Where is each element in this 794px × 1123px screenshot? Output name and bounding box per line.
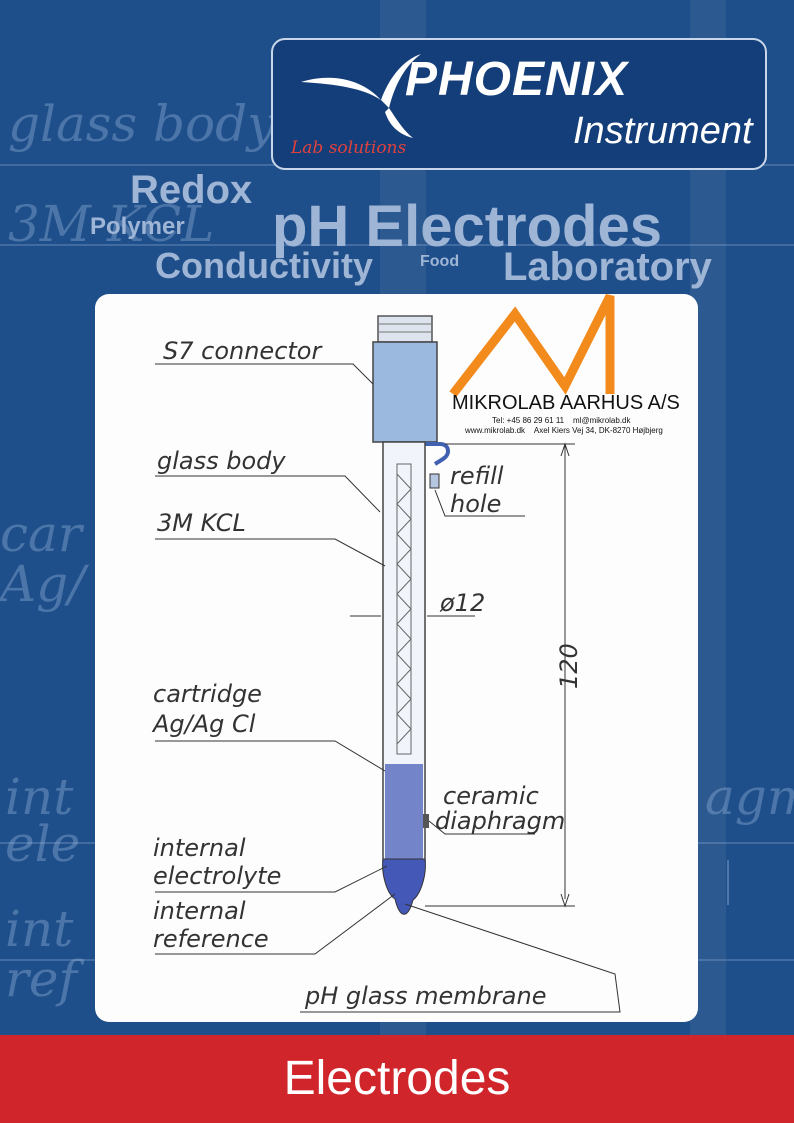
- label-kcl: 3M KCL: [157, 509, 246, 537]
- distributor-contact-2: www.mikrolab.dk Axel Kiers Vej 34, DK-82…: [465, 426, 663, 435]
- bg-word: agm: [705, 768, 794, 826]
- electrode-diagram: S7 connector glass body 3M KCL refill ho…: [151, 294, 621, 1013]
- label-electrolyte-2: electrolyte: [153, 862, 281, 890]
- brand-product-line: Instrument: [573, 110, 753, 152]
- brand-name: PHOENIX: [405, 53, 629, 106]
- distributor-address: Axel Kiers Vej 34, DK-8270 Højbjerg: [533, 426, 663, 435]
- label-length: 120: [555, 643, 583, 689]
- phoenix-logo: PHOENIX Instrument Lab solutions: [271, 38, 767, 170]
- label-reference-1: internal: [153, 897, 246, 925]
- keyword-conductivity: Conductivity: [155, 245, 374, 286]
- distributor-email: ml@mikrolab.dk: [573, 416, 631, 425]
- bg-word: int: [5, 900, 74, 958]
- label-reference-2: reference: [153, 925, 269, 953]
- cartridge-zigzag: [396, 473, 412, 745]
- label-diameter: ø12: [439, 589, 485, 617]
- label-electrolyte-1: internal: [153, 834, 246, 862]
- label-connector: S7 connector: [163, 337, 323, 365]
- bg-word: 3M KCL: [8, 195, 215, 253]
- distributor-name: MIKROLAB AARHUS A/S: [452, 392, 680, 414]
- footer-band: Electrodes: [0, 1035, 794, 1123]
- distributor-contact-1: Tel: +45 86 29 61 11 ml@mikrolab.dk: [492, 416, 631, 425]
- label-membrane: pH glass membrane: [304, 982, 546, 1010]
- bg-word: car: [0, 505, 82, 563]
- label-refill-2: hole: [450, 490, 501, 518]
- electrode-diagram-card: S7 connector glass body 3M KCL refill ho…: [95, 294, 698, 1022]
- bg-word: Ag/: [0, 555, 85, 613]
- brand-tagline: Lab solutions: [291, 138, 407, 158]
- keyword-food: Food: [420, 253, 460, 270]
- ph-glass-membrane: [382, 858, 426, 915]
- label-cartridge-2: Ag/Ag Cl: [151, 710, 256, 738]
- keyword-laboratory: Laboratory: [503, 245, 712, 289]
- distributor-tel: Tel: +45 86 29 61 11: [492, 416, 565, 425]
- phoenix-bird-icon: [301, 54, 421, 138]
- label-ceramic-2: diaphragm: [435, 807, 565, 835]
- keyword-polymer: Polymer: [90, 213, 185, 240]
- label-refill-1: refill: [450, 462, 504, 490]
- connector: [372, 341, 438, 443]
- mikrolab-logo-mark: [449, 294, 615, 397]
- distributor-web: www.mikrolab.dk: [465, 426, 526, 435]
- bg-word: ele: [5, 815, 81, 873]
- keyword-ph-electrodes: pH Electrodes: [272, 194, 662, 259]
- label-ceramic-1: ceramic: [443, 782, 539, 810]
- bg-word: int: [5, 768, 74, 826]
- label-glass-body: glass body: [157, 447, 286, 475]
- bg-word: ref: [5, 950, 77, 1008]
- bg-word: glass body: [8, 95, 276, 153]
- keyword-redox: Redox: [130, 168, 253, 212]
- footer-title: Electrodes: [283, 1052, 511, 1105]
- label-cartridge-1: cartridge: [153, 680, 262, 708]
